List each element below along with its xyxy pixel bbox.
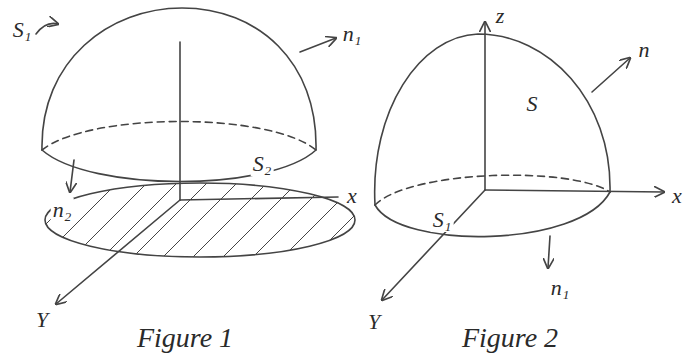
- surface-label: S: [525, 92, 540, 116]
- surface-label: S₁: [431, 208, 454, 232]
- normal-label: n₂: [51, 198, 74, 222]
- figure-caption: Figure 2: [460, 323, 560, 353]
- axis-label: x: [670, 184, 684, 208]
- surface-label: S₂: [251, 152, 274, 176]
- axis-label: x: [345, 184, 359, 208]
- axis-label: Y: [366, 310, 382, 334]
- axis-label: z: [494, 4, 507, 28]
- figure-caption: Figure 1: [135, 323, 235, 353]
- normal-label: n: [637, 38, 652, 62]
- normal-label: n₁: [341, 22, 364, 46]
- normal-label: n₁: [549, 276, 572, 300]
- surface-label: S₁: [11, 18, 34, 42]
- axis-label: Y: [34, 308, 50, 332]
